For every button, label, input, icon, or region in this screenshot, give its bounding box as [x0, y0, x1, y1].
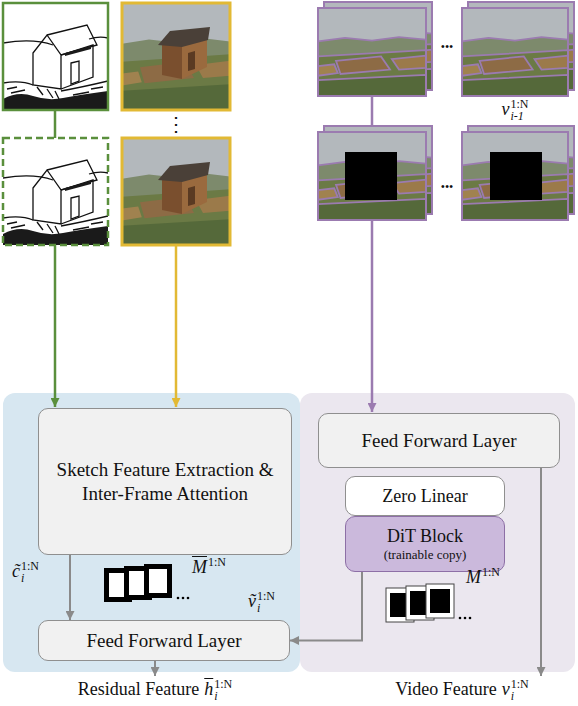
script-stack: 1:Ni: [214, 678, 232, 702]
panel: [3, 393, 300, 672]
script-stack: 1:N: [208, 556, 226, 580]
math-label: ṽ1:Ni: [248, 590, 275, 614]
panel: [300, 393, 575, 672]
reference-frame: [122, 3, 230, 110]
math-label: v: [502, 99, 510, 121]
ellipsis: ⋮: [166, 112, 186, 136]
subscript: i: [21, 572, 39, 584]
ellipsis: •••: [441, 180, 454, 194]
subscript: i: [257, 602, 275, 614]
box-label: Feed Forward Layer: [86, 629, 241, 653]
math-label: M: [466, 567, 481, 589]
ellipsis: •••: [441, 40, 454, 54]
script-stack: 1:Ni: [511, 678, 529, 702]
superscript: 1:N: [208, 556, 226, 568]
connector-arrow: [69, 555, 71, 620]
box-label: (trainable copy): [384, 547, 467, 563]
connector-arrow: [290, 572, 362, 641]
math-label: c̃1:Ni: [12, 560, 39, 584]
script-stack: 1:Ni: [257, 590, 275, 614]
process-box: Feed Forward Layer: [38, 620, 290, 661]
ellipsis: ⋮: [166, 112, 186, 136]
box-label: DiT Block: [387, 525, 463, 548]
output-label: Residual Feature: [78, 679, 199, 701]
script-stack: 1:Ni-1: [511, 98, 529, 122]
subscript: i: [214, 690, 232, 702]
script-stack: 1:Ni: [21, 560, 39, 584]
subscript: i-1: [511, 110, 529, 122]
reference-frame: [122, 138, 230, 245]
subscript: i: [511, 690, 529, 702]
process-box: Feed Forward Layer: [318, 413, 560, 468]
process-box: Sketch Feature Extraction & Inter-Frame …: [38, 408, 292, 555]
script-stack: 1:N: [482, 566, 500, 590]
math-label: M: [192, 557, 207, 579]
math-label: M1:N: [192, 556, 226, 580]
masked-video-frames: [318, 126, 574, 220]
math-label: v1:Ni-1: [502, 98, 529, 122]
subscript: [482, 578, 500, 590]
output-label: v: [502, 679, 510, 701]
mask-icons: [386, 584, 471, 622]
output-label: Video Feature v1:Ni: [395, 678, 528, 702]
box-label: Zero Linear: [382, 485, 467, 508]
math-label: ṽ: [248, 591, 256, 613]
sketch-image: [3, 3, 108, 110]
video-frames: [318, 2, 574, 96]
math-label: M1:N: [466, 566, 500, 590]
output-label: Video Feature: [395, 679, 496, 701]
output-label: Residual Featureh1:Ni: [78, 678, 232, 702]
superscript: 1:N: [511, 678, 529, 690]
masked-sketch-image: [3, 138, 108, 245]
superscript: 1:N: [214, 678, 232, 690]
dit-block: DiT Block(trainable copy): [345, 516, 505, 572]
math-label: c̃: [12, 561, 20, 583]
process-box: Zero Linear: [345, 476, 505, 516]
mask-icons: [104, 564, 189, 602]
superscript: 1:N: [21, 560, 39, 572]
ellipsis: •••: [441, 40, 454, 54]
ellipsis: •••: [441, 180, 454, 194]
superscript: 1:N: [257, 590, 275, 602]
superscript: 1:N: [511, 98, 529, 110]
box-label: Sketch Feature Extraction & Inter-Frame …: [53, 458, 277, 506]
superscript: 1:N: [482, 566, 500, 578]
box-label: Feed Forward Layer: [361, 429, 516, 453]
output-label: h: [204, 679, 213, 701]
subscript: [208, 568, 226, 580]
